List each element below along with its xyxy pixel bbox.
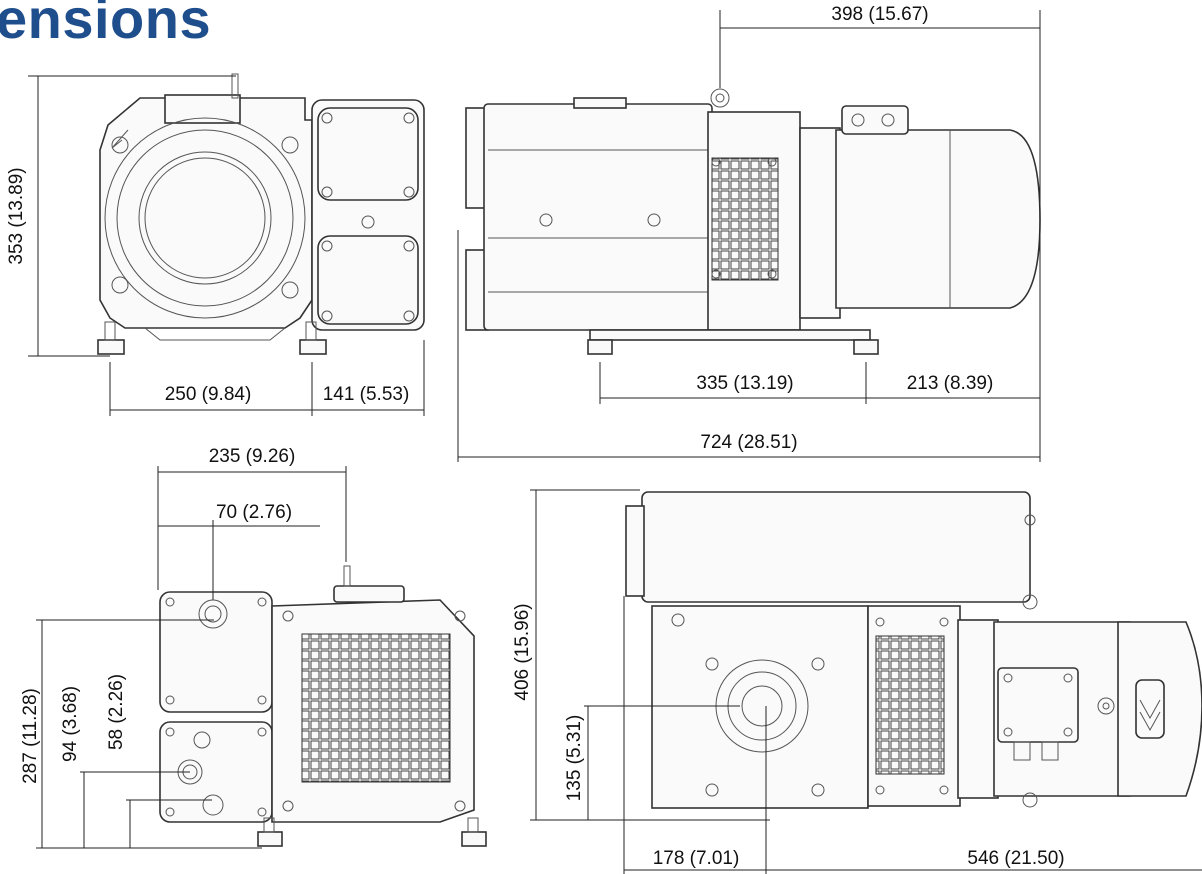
end-view-dimensions: 235 (9.26) 70 (2.76) 287 (11.28) 94 (3.6… [20, 446, 347, 849]
dim-end-port-a: 94 (3.68) [60, 686, 81, 762]
top-view-dimensions: 406 (15.96) 135 (5.31) 178 (7.01) 546 (2… [512, 489, 1202, 874]
dim-end-port-offset: 70 (2.76) [216, 502, 292, 523]
dim-side-motor: 213 (8.39) [907, 373, 994, 394]
side-view [465, 88, 1041, 355]
dim-front-width-a: 250 (9.84) [165, 384, 252, 405]
dim-top-view-x-b: 546 (21.50) [967, 848, 1064, 869]
top-view [625, 491, 1202, 809]
dim-end-port-b: 58 (2.26) [106, 674, 127, 750]
side-view-dimensions: 398 (15.67) 335 (13.19) 213 (8.39) 724 (… [457, 4, 1041, 462]
dim-front-width-b: 141 (5.53) [323, 384, 410, 405]
dim-top-view-depth: 406 (15.96) [512, 603, 533, 700]
page-title: ensions [0, 0, 212, 50]
dim-side-base-span: 335 (13.19) [696, 373, 793, 394]
dim-side-height: 353 (13.89) [6, 167, 27, 264]
dim-top-view-inlet: 135 (5.31) [564, 715, 585, 802]
front-view-dimensions: 353 (13.89) 250 (9.84) 141 (5.53) [6, 75, 425, 416]
dim-end-width: 235 (9.26) [209, 446, 296, 467]
front-view [97, 73, 425, 355]
dim-top-overall: 398 (15.67) [831, 4, 928, 25]
end-view [159, 565, 487, 847]
dim-end-height: 287 (11.28) [20, 688, 41, 784]
dim-top-view-x-a: 178 (7.01) [653, 848, 740, 869]
dim-side-total: 724 (28.51) [700, 432, 797, 453]
